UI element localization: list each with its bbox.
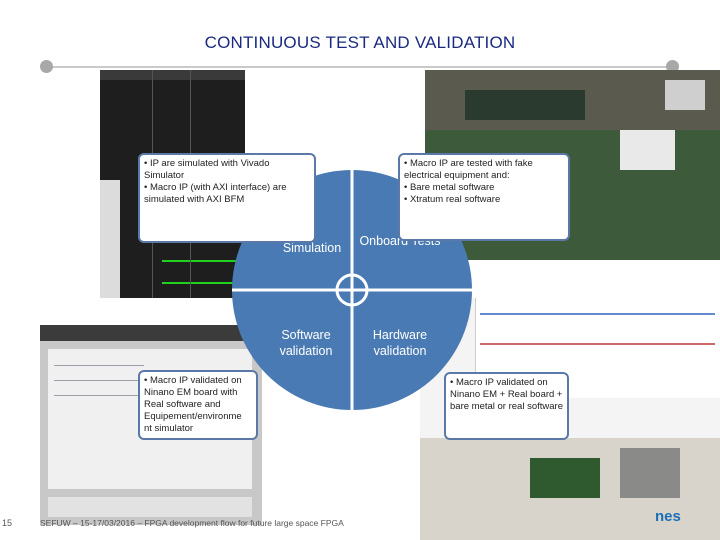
simulator-scope-tree xyxy=(100,180,120,298)
quadrant-software-validation: Software validation xyxy=(256,327,356,359)
footer-text: SEFUW – 15-17/03/2016 – FPGA development… xyxy=(40,518,344,528)
page-number: 15 xyxy=(2,518,12,528)
callout-simulation: • IP are simulated with Vivado Simulator… xyxy=(138,153,316,243)
divider-dot-left xyxy=(40,60,53,73)
company-logo: nes xyxy=(655,508,681,525)
slide-title: CONTINUOUS TEST AND VALIDATION xyxy=(0,33,720,53)
title-divider xyxy=(45,66,675,68)
callout-software-validation: • Macro IP validated on Ninano EM board … xyxy=(138,370,258,440)
quadrant-hardware-validation: Hardware validation xyxy=(350,327,450,359)
callout-onboard-tests: • Macro IP are tested with fake electric… xyxy=(398,153,570,241)
callout-hardware-validation: • Macro IP validated on Ninano EM + Real… xyxy=(444,372,569,440)
